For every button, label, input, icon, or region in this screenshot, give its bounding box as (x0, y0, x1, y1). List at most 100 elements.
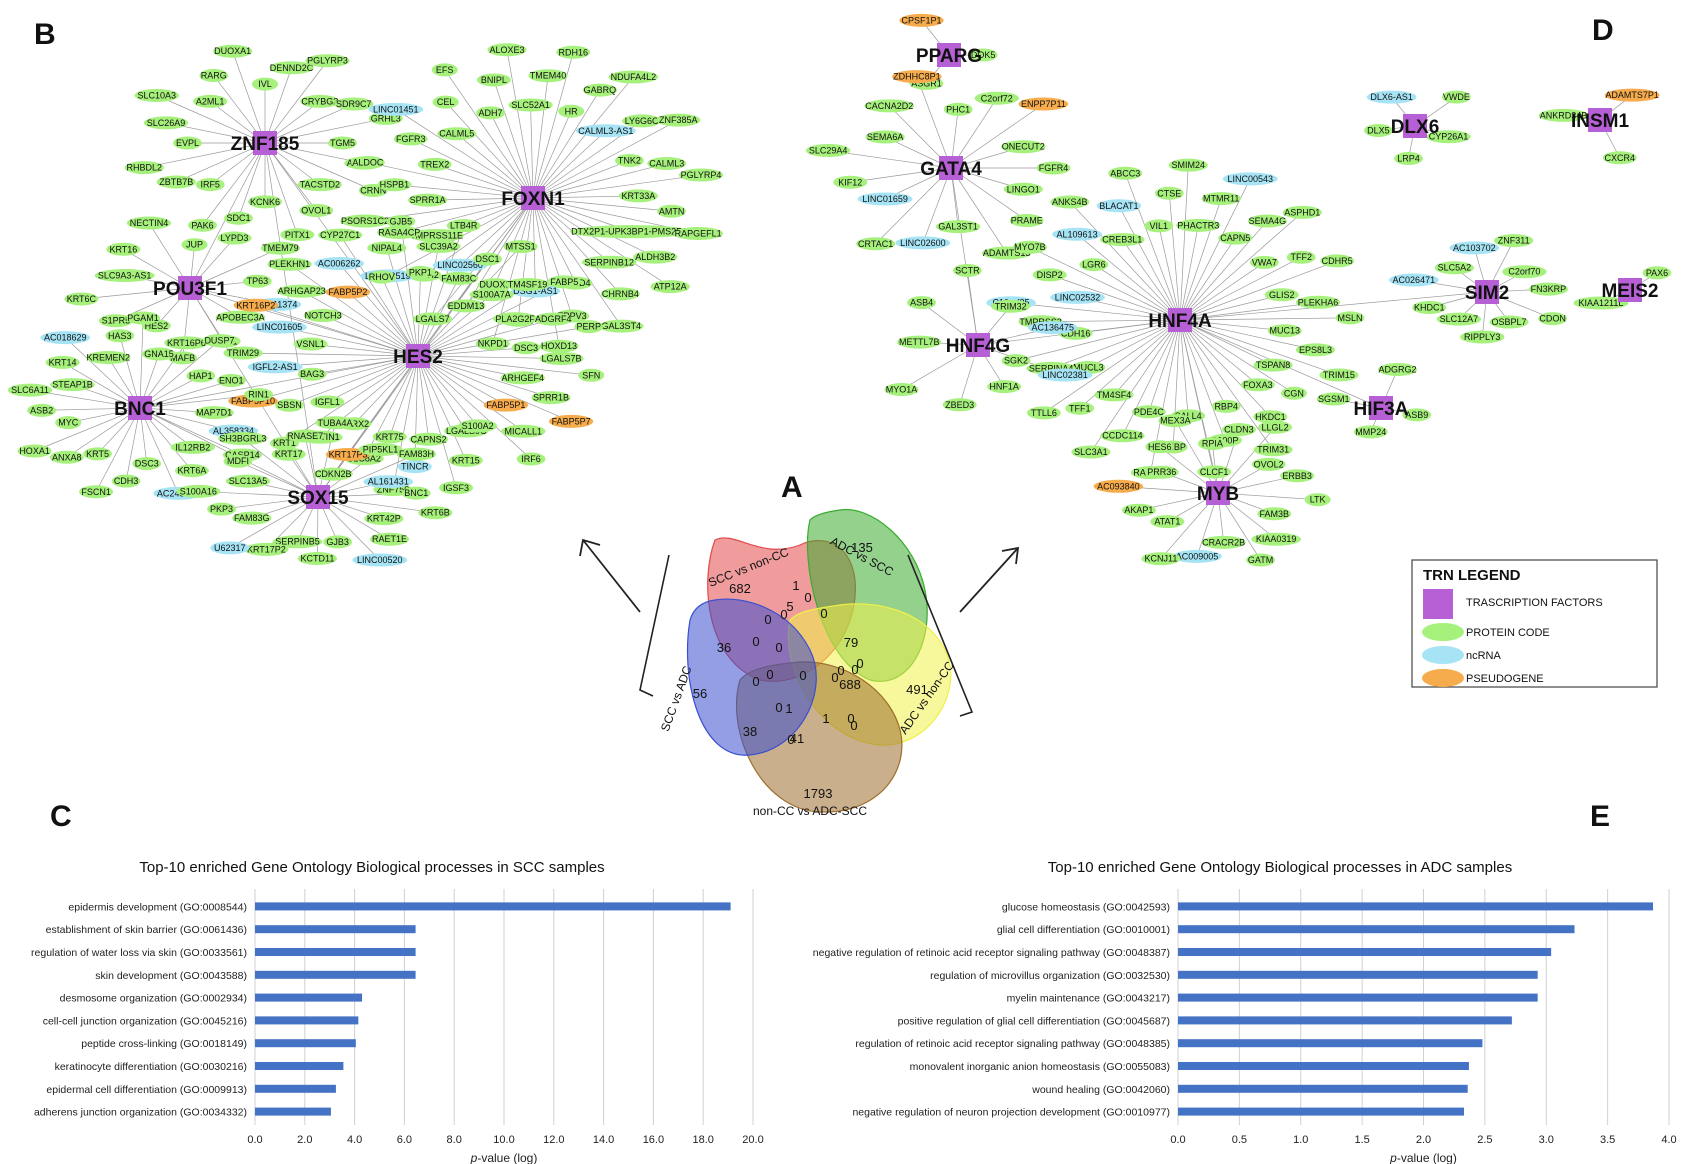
venn-arrows (579, 538, 1020, 717)
edge-znf185-sdr9c7 (264, 103, 354, 144)
gene-label: CDHR5 (1322, 256, 1353, 266)
edge-hnf4a-ccdc114 (1122, 319, 1181, 436)
gene-label: ASPHD1 (1284, 207, 1320, 217)
bar-8 (1178, 1062, 1469, 1070)
gene-node-fn3krp: FN3KRP (1528, 282, 1568, 296)
gene-node-eddm13: EDDM13 (446, 299, 486, 313)
gene-node-rin1: RIN1 (244, 388, 274, 402)
edge-hnf4a-sall4 (1179, 319, 1189, 416)
venn-count: 0 (804, 590, 811, 605)
edge-hes2-krt15 (417, 355, 467, 461)
gene-label: S100P (1211, 435, 1238, 445)
gene-label: KRT1 (273, 438, 296, 448)
gene-label: CGN (1284, 388, 1304, 398)
gene-node-nectin4: NECTIN4 (126, 216, 172, 230)
gene-node-kctd11: KCTD11 (297, 551, 338, 565)
gene-label: LINC02600 (900, 238, 946, 248)
tf-node-foxn1: FOXN1 (501, 186, 565, 210)
gene-node-dsc3: DSC3 (132, 457, 162, 471)
edge-hnf4a-mucl3 (1088, 319, 1181, 368)
gene-label: FN3KRP (1531, 284, 1567, 294)
edge-hes2-dsc3 (417, 347, 527, 357)
gene-label: GRHL3 (371, 113, 401, 123)
gene-node-mdfi: MDFI (223, 454, 253, 468)
gene-node-krt17: KRT17 (271, 447, 306, 461)
gene-label: PLEKHN1 (269, 259, 310, 269)
gene-node-rpia: RPIA (1197, 437, 1227, 451)
gene-node-clcf1: CLCF1 (1197, 465, 1232, 479)
gene-label: DENND2C (270, 63, 314, 73)
gene-node-cyp26a1: CYP26A1 (1426, 130, 1471, 144)
gene-label: RNASE7 (287, 431, 323, 441)
gene-label: RARG (201, 71, 227, 81)
edge-foxn1-tnk2 (532, 160, 630, 199)
edge-bnc1-eno1 (139, 380, 232, 409)
venn-count: 0 (764, 612, 771, 627)
edge-hnf4a-abcc3 (1124, 173, 1181, 321)
gene-label: PSORS1C2 (341, 216, 389, 226)
gene-label: SBSN (277, 400, 302, 410)
gene-label: RAET1E (372, 534, 407, 544)
gene-label: KRT16P6 (167, 338, 206, 348)
gene-label: KCNJ11 (1145, 554, 1178, 564)
gene-node-adh7: ADH7 (476, 106, 505, 120)
gene-node-sgk2: SGK2 (1001, 354, 1031, 368)
legend-item-ncrna: ncRNA (1422, 646, 1502, 664)
gene-label: ADAMTS13 (983, 248, 1031, 258)
venn-count: 0 (775, 640, 782, 655)
gene-node-pitx1: PITX1 (280, 228, 315, 242)
gene-node-rdh16: RDH16 (556, 45, 591, 59)
gene-node-krt6b: KRT6B (418, 506, 453, 520)
gene-node-sh3bgrl3: SH3BGRL3 (218, 432, 268, 446)
gene-label: EFS (436, 65, 454, 75)
gene-label: SDC1 (226, 213, 250, 223)
gene-label: SLC13A5 (229, 476, 268, 486)
edge-foxn1-rasa4cp (399, 197, 534, 233)
gene-label: CHRNB4 (602, 289, 639, 299)
gene-label: STEAP1B (52, 380, 93, 390)
gene-label: ALOXE3 (489, 45, 524, 55)
gene-label: IRF5 (200, 180, 220, 190)
gene-node-kcnk6: KCNK6 (248, 195, 282, 209)
gene-label: MSLN (1337, 313, 1362, 323)
edge-foxn1-gal3st4 (532, 197, 622, 327)
gene-label: ASB9 (1405, 410, 1428, 420)
gene-node-dtx2p1-upk3bp1-pms2p11: DTX2P1-UPK3BP1-PMS2P11 (570, 225, 693, 239)
gene-node-slc5a2: SLC5A2 (1434, 261, 1474, 275)
edge-sox15-sh3bgrl3 (242, 438, 319, 498)
gene-label: AC093840 (1097, 481, 1140, 491)
edge-bnc1-ac018629 (64, 337, 141, 409)
bar-2 (1178, 925, 1575, 934)
gene-label: KCTD11 (300, 553, 334, 563)
gene-label: FOXA3 (1243, 380, 1273, 390)
gene-node-sbsn: SBSN (275, 398, 304, 412)
gene-node-ac093840: AC093840 (1093, 479, 1144, 493)
gene-node-pgam1: PGAM1 (126, 311, 161, 325)
gene-node-ccdc114: CCDC114 (1100, 429, 1145, 443)
gene-label: SALL4 (1175, 411, 1202, 421)
gene-node-slc39a2: SLC39A2 (416, 239, 461, 253)
gene-label: RHBDL2 (127, 163, 163, 173)
gene-node-lgals7b: LGALS7B (539, 351, 584, 365)
network-edges (29, 20, 1658, 561)
gene-label: GABRQ (584, 85, 617, 95)
gene-label: CRACR2B (1202, 537, 1245, 547)
bar-4 (255, 970, 416, 979)
gene-node-bag3: BAG3 (297, 367, 327, 381)
gene-label: TMEM40 (530, 71, 567, 81)
gene-node-capn5: CAPN5 (1218, 231, 1253, 245)
gene-node-igsf3: IGSF3 (439, 481, 474, 495)
gene-node-adgrg2: ADGRG2 (1377, 363, 1418, 377)
gene-node-s1pr5: S1PR5 (98, 314, 133, 328)
gene-node-arhgef4: ARHGEF4 (500, 371, 545, 385)
edge-hes2-lgals7b (417, 355, 562, 359)
panel-letter-d: D (1592, 14, 1614, 47)
gene-label: KRT6B (421, 508, 450, 518)
gene-label: LGALS7B (541, 353, 581, 363)
gene-node-ctse: CTSE (1154, 186, 1184, 200)
x-tick-label: 2.0 (297, 1134, 312, 1146)
category-label: wound healing (GO:0042060) (1031, 1084, 1170, 1096)
category-label: peptide cross-linking (GO:0018149) (81, 1038, 247, 1050)
gene-node-fam3b: FAM3B (1257, 507, 1292, 521)
gene-node-sgsm1: SGSM1 (1316, 392, 1351, 406)
